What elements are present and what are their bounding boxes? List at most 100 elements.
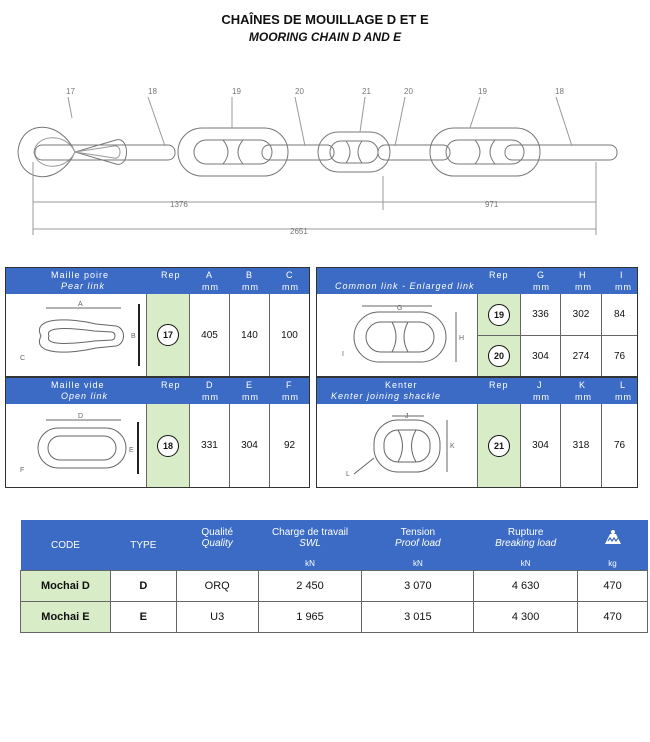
value-h-19: 302 xyxy=(560,294,601,335)
value-h-20: 274 xyxy=(560,335,601,376)
row-weight: 470 xyxy=(577,601,648,633)
weight-unit: kg xyxy=(577,556,648,571)
col-b-unit: mm xyxy=(242,282,259,292)
stud-link-left xyxy=(177,127,289,177)
quality-en: Quality xyxy=(201,538,233,549)
kenter-shackle xyxy=(317,131,391,173)
swl-unit: kN xyxy=(258,556,362,571)
dim-b-label: B xyxy=(131,333,136,340)
col-d-unit: mm xyxy=(202,392,219,402)
proof-en: Proof load xyxy=(395,538,441,549)
value-a: 405 xyxy=(189,294,229,376)
callout-19b: 19 xyxy=(478,87,487,96)
common-link-panel: Common link - Enlarged link Rep G mm H m… xyxy=(316,267,638,377)
rep-label: Rep xyxy=(489,380,509,390)
kenter-header: Kenter Kenter joining shackle Rep J mm K… xyxy=(317,378,637,404)
quality-fr: Qualité xyxy=(201,527,234,538)
row-weight: 470 xyxy=(577,570,648,602)
pear-link-name-fr: Maille poire xyxy=(51,270,110,280)
swl-fr: Charge de travail xyxy=(271,527,349,538)
quality-header: Qualité Quality xyxy=(176,520,259,556)
dim-g-label: G xyxy=(397,305,402,312)
col-j-header: J xyxy=(537,380,543,390)
row-quality: ORQ xyxy=(175,570,259,602)
pear-link-name-en: Pear link xyxy=(61,281,106,291)
row-break: 4 300 xyxy=(473,601,579,633)
col-d-header: D xyxy=(206,380,214,390)
swl-header: Charge de travail SWL xyxy=(258,520,362,556)
code-header: CODE xyxy=(20,520,111,571)
row-code: Mochai E xyxy=(20,601,111,633)
common-link-header: Common link - Enlarged link Rep G mm H m… xyxy=(317,268,637,294)
callout-17: 17 xyxy=(66,87,75,96)
rep-18: 18 xyxy=(157,434,179,457)
row-code: Mochai D xyxy=(20,570,111,602)
dim-e-label: E xyxy=(129,447,134,454)
callout-18b: 18 xyxy=(555,87,564,96)
stud-link-right xyxy=(429,127,541,177)
rep-label: Rep xyxy=(489,270,509,280)
dim-h-label: H xyxy=(459,335,464,342)
rep-17: 17 xyxy=(157,324,179,346)
dimension-971: 971 xyxy=(485,200,499,209)
swl-en: SWL xyxy=(299,538,321,549)
spec-table: CODE TYPE Qualité Quality Charge de trav… xyxy=(20,520,648,633)
row-quality: U3 xyxy=(175,601,259,633)
row-swl: 1 965 xyxy=(257,601,363,633)
table-row: Mochai D D ORQ 2 450 3 070 4 630 470 xyxy=(20,570,648,602)
value-j: 304 xyxy=(520,404,560,487)
row-type: D xyxy=(109,570,177,602)
col-l-unit: mm xyxy=(615,392,632,402)
callout-20b: 20 xyxy=(404,87,413,96)
col-a-header: A xyxy=(206,270,214,280)
proof-unit: kN xyxy=(361,556,474,571)
spec-unit-row: kN kN kN kg xyxy=(21,556,648,571)
rep-cell-19: 19 xyxy=(477,294,520,335)
col-i-unit: mm xyxy=(615,282,632,292)
col-g-unit: mm xyxy=(533,282,550,292)
callout-20: 20 xyxy=(295,87,304,96)
rep-cell-17: 17 xyxy=(146,294,189,376)
table-row: Mochai E E U3 1 965 3 015 4 300 470 xyxy=(20,601,648,633)
col-l-header: L xyxy=(620,380,627,390)
proof-fr: Tension xyxy=(400,527,436,538)
col-a-unit: mm xyxy=(202,282,219,292)
col-j-unit: mm xyxy=(533,392,550,402)
open-link-name-fr: Maille vide xyxy=(51,380,105,390)
row-type: E xyxy=(109,601,177,633)
value-e: 304 xyxy=(229,404,269,487)
dim-c-label: C xyxy=(20,355,25,362)
break-unit: kN xyxy=(473,556,578,571)
proof-header: Tension Proof load xyxy=(361,520,474,556)
col-g-header: G xyxy=(537,270,546,280)
col-k-unit: mm xyxy=(575,392,592,402)
value-f: 92 xyxy=(269,404,309,487)
link-20-right xyxy=(377,144,451,161)
col-k-header: K xyxy=(579,380,587,390)
row-swl: 2 450 xyxy=(257,570,363,602)
callout-21: 21 xyxy=(362,87,371,96)
dimension-1376: 1376 xyxy=(170,200,188,209)
rep-cell-20: 20 xyxy=(477,335,520,376)
dim-j-label: J xyxy=(405,413,409,420)
open-link-panel: Maille vide Open link Rep D mm E mm F mm… xyxy=(5,377,310,488)
dim-f-label: F xyxy=(20,467,24,474)
value-i-20: 76 xyxy=(601,335,637,376)
value-d: 331 xyxy=(189,404,229,487)
col-i-header: I xyxy=(620,270,624,280)
chain-diagram: 17 18 19 20 21 20 19 18 1376 971 2651 xyxy=(17,87,618,236)
open-link-name-en: Open link xyxy=(61,391,109,401)
col-f-unit: mm xyxy=(282,392,299,402)
title-english: MOORING CHAIN D AND E xyxy=(248,30,402,44)
open-link-drawing: D E F xyxy=(20,413,139,474)
dim-i-label: I xyxy=(342,351,344,358)
kenter-name-en: Kenter joining shackle xyxy=(331,391,442,401)
common-link-name: Common link - Enlarged link xyxy=(335,281,475,291)
col-h-header: H xyxy=(579,270,587,280)
weight-header xyxy=(577,520,648,556)
value-g-20: 304 xyxy=(520,335,560,376)
pear-link-drawing: A B C xyxy=(20,301,140,366)
dim-a-label: A xyxy=(78,301,83,308)
col-e-unit: mm xyxy=(242,392,259,402)
col-b-header: B xyxy=(246,270,254,280)
